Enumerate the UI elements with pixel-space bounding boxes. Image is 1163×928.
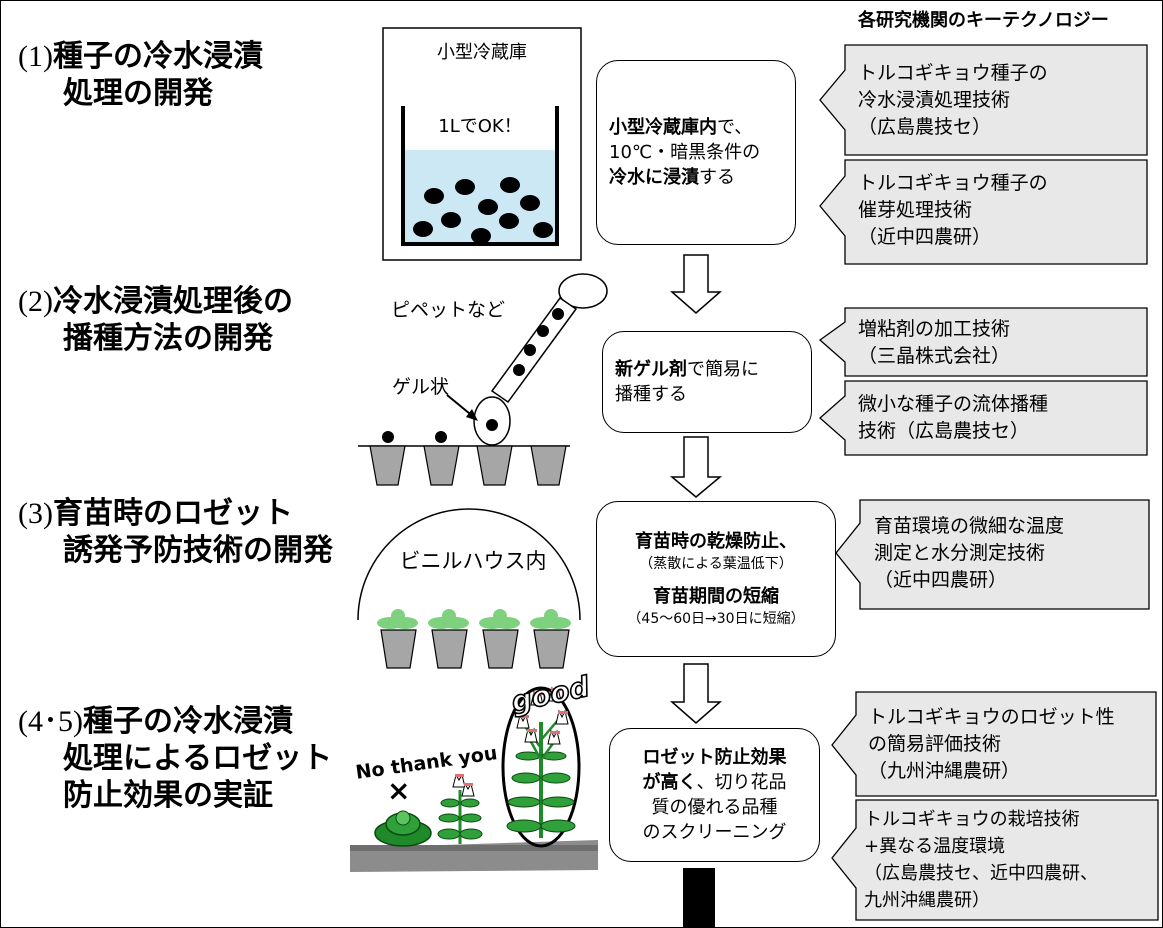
step-4-line1: 種子の冷水浸漬 <box>82 704 293 739</box>
gel-label: ゲル状 <box>392 376 450 398</box>
box1-a: 小型冷蔵庫内 <box>609 117 717 138</box>
step-1-title: (1)種子の冷水浸漬 処理の開発 <box>18 38 263 112</box>
key-tech-4-line1: 微小な種子の流体播種 <box>858 393 1049 415</box>
key-tech-2: トルコギキョウ種子の 催芽処理技術 （近中四農研） <box>858 170 1048 251</box>
no-thank-you-label: No thank you <box>354 742 498 784</box>
step-3-title: (3)育苗時のロゼット 誘発予防技術の開発 <box>18 495 333 569</box>
step-1-number: (1) <box>18 40 53 73</box>
box4-e: のスクリーニング <box>642 822 787 843</box>
key-tech-2-line2: 催芽処理技術 <box>858 199 973 221</box>
key-tech-2-line3: （近中四農研） <box>858 226 992 248</box>
box3-c: 育苗期間の短縮 <box>653 586 779 607</box>
key-tech-2-line1: トルコギキョウ種子の <box>858 172 1048 194</box>
key-tech-6-line2: の簡易評価技術 <box>868 733 1002 755</box>
process-box-4: ロゼット防止効果 が高く、切り花品 質の優れる品種 のスクリーニング <box>609 728 820 862</box>
step-1-line2: 処理の開発 <box>63 76 213 111</box>
box4-c: 、切り花品 <box>696 772 787 793</box>
step-4-number: (4･5) <box>18 705 83 738</box>
box1-c: 10℃・暗黒条件の <box>609 142 761 163</box>
box2-b: で簡易に <box>687 359 759 380</box>
seed-tray-illustration <box>358 431 570 486</box>
box4-a: ロゼット防止効果 <box>642 747 787 768</box>
pipette-illustration <box>446 273 608 446</box>
process-box-1: 小型冷蔵庫内で、 10℃・暗黒条件の 冷水に浸漬する <box>596 60 796 245</box>
key-tech-3: 増粘剤の加工技術 （三晶株式会社） <box>858 316 1010 370</box>
key-tech-6-line1: トルコギキョウのロゼット性 <box>868 706 1115 728</box>
fridge-illustration <box>382 27 582 261</box>
box3-a: 育苗時の乾燥防止、 <box>635 531 797 552</box>
flow-arrows <box>669 254 723 724</box>
key-tech-5: 育苗環境の微細な温度 測定と水分測定技術 （近中四農研） <box>874 513 1064 594</box>
key-tech-3-line2: （三晶株式会社） <box>858 345 1011 367</box>
process-box-2: 新ゲル剤で簡易に 播種する <box>602 331 812 433</box>
pipette-label: ピペットなど <box>391 299 506 321</box>
step-4-title: (4･5)種子の冷水浸漬 処理によるロゼット 防止効果の実証 <box>18 703 332 814</box>
key-tech-3-line1: 増粘剤の加工技術 <box>858 318 1011 340</box>
key-tech-7: トルコギキョウの栽培技術 +異なる温度環境 （広島農技セ、近中四農研、 九州沖縄… <box>864 806 1098 914</box>
water-label: 1LでOK！ <box>438 116 522 137</box>
key-tech-1: トルコギキョウ種子の 冷水浸漬処理技術 （広島農技セ） <box>858 60 1048 141</box>
rosette-comparison-illustration <box>350 686 598 872</box>
key-tech-title: 各研究機関のキーテクノロジー <box>858 10 1109 31</box>
key-tech-5-line1: 育苗環境の微細な温度 <box>874 515 1065 537</box>
box4-b: が高く <box>642 772 697 793</box>
step-3-number: (3) <box>18 497 53 530</box>
key-tech-7-line2: +異なる温度環境 <box>864 836 1006 857</box>
key-tech-6-line3: （九州沖縄農研） <box>868 760 1021 782</box>
step-2-line2: 播種方法の開発 <box>63 321 273 356</box>
step-1-line1: 種子の冷水浸漬 <box>52 39 263 74</box>
fridge-label: 小型冷蔵庫 <box>437 42 527 63</box>
good-label: good <box>508 670 593 719</box>
key-tech-1-line1: トルコギキョウ種子の <box>858 62 1048 84</box>
key-tech-4-line2: 技術（広島農技セ） <box>858 420 1030 442</box>
box1-b: で、 <box>717 117 753 138</box>
box3-d: （45～60日→30日に短縮） <box>627 611 805 627</box>
key-tech-6: トルコギキョウのロゼット性 の簡易評価技術 （九州沖縄農研） <box>868 704 1115 785</box>
key-tech-1-line3: （広島農技セ） <box>858 116 992 138</box>
box1-d: 冷水に浸漬 <box>609 167 699 188</box>
step-4-line2: 処理によるロゼット <box>63 741 333 776</box>
process-box-3: 育苗時の乾燥防止、 （蒸散による葉温低下） 育苗期間の短縮 （45～60日→30… <box>596 501 836 657</box>
greenhouse-label: ビニルハウス内 <box>399 549 547 573</box>
key-tech-7-line4: 九州沖縄農研） <box>864 890 990 911</box>
box1-e: する <box>699 167 735 188</box>
key-tech-panels <box>818 44 1159 921</box>
box2-c: 播種する <box>615 384 687 405</box>
key-tech-4: 微小な種子の流体播種 技術（広島農技セ） <box>858 391 1048 445</box>
box2-a: 新ゲル剤 <box>615 359 687 380</box>
greenhouse-illustration <box>357 508 581 669</box>
key-tech-5-line2: 測定と水分測定技術 <box>874 542 1046 564</box>
cross-mark: × <box>387 774 411 807</box>
key-tech-7-line1: トルコギキョウの栽培技術 <box>864 809 1080 830</box>
flow-continuation-bar <box>683 868 715 928</box>
step-2-title: (2)冷水浸漬処理後の 播種方法の開発 <box>18 283 293 357</box>
box4-d: 質の優れる品種 <box>651 797 778 818</box>
step-4-line3: 防止効果の実証 <box>63 778 273 813</box>
step-3-line1: 育苗時のロゼット <box>52 496 293 531</box>
box3-b: （蒸散による葉温低下） <box>639 556 793 572</box>
step-3-line2: 誘発予防技術の開発 <box>63 533 333 568</box>
key-tech-7-line3: （広島農技セ、近中四農研、 <box>864 863 1098 884</box>
key-tech-1-line2: 冷水浸漬処理技術 <box>858 89 1011 111</box>
step-2-number: (2) <box>18 285 53 318</box>
key-tech-5-line3: （近中四農研） <box>874 569 1008 591</box>
step-2-line1: 冷水浸漬処理後の <box>52 284 293 319</box>
